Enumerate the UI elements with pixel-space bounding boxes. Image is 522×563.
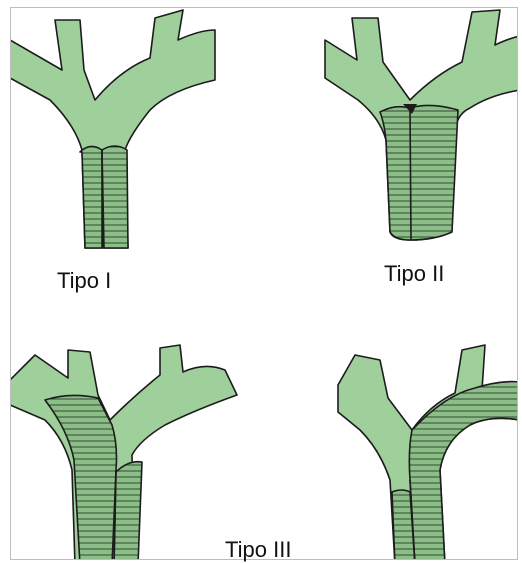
label-tipo-1: Tipo I [57,268,111,294]
duct-tipo-2 [325,10,520,240]
tumor-right [102,146,128,248]
tumor-body [409,382,520,563]
tumor-right [114,462,142,563]
duct-tipo-3 [10,345,237,563]
tumor-left [80,146,102,248]
tumor-body [380,105,458,240]
duct-tipo-4 [338,345,520,563]
label-tipo-2: Tipo II [384,261,444,287]
duct-tipo-1 [10,10,215,248]
label-tipo-3: Tipo III [225,537,291,563]
